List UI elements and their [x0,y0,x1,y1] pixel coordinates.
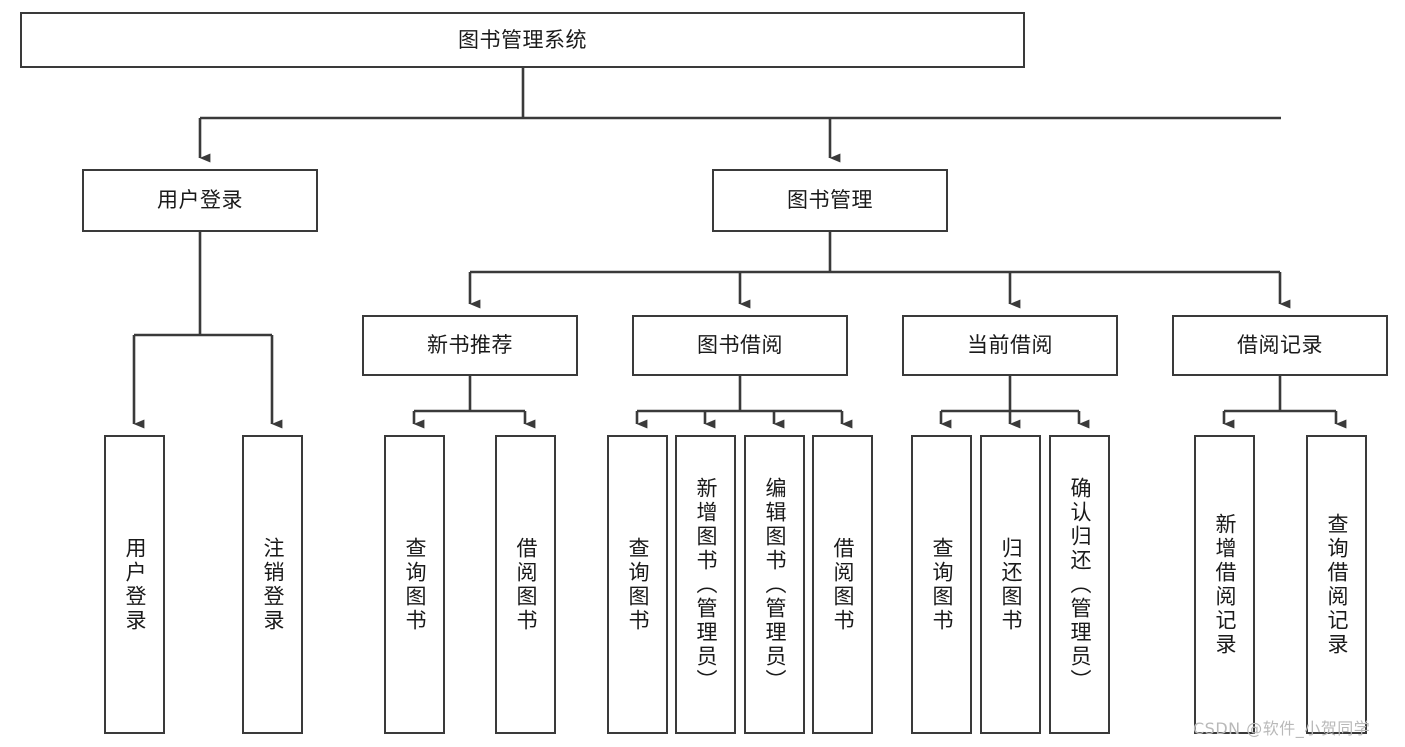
node-label: 图书管理 [787,188,873,213]
node-label: 借阅图书 [831,536,855,633]
node-label: 查询图书 [930,536,954,633]
node-label: 当前借阅 [967,333,1053,358]
node-label: 用户登录 [123,536,147,633]
node-label: 查询借阅记录 [1325,512,1349,657]
leaf-borrow-query-book[interactable]: 查询图书 [607,435,668,734]
leaf-recommend-borrow-book[interactable]: 借阅图书 [495,435,556,734]
leaf-record-query-record[interactable]: 查询借阅记录 [1306,435,1367,734]
node-label: 确认归还（管理员） [1068,476,1092,693]
leaf-current-query-book[interactable]: 查询图书 [911,435,972,734]
node-borrow-record[interactable]: 借阅记录 [1172,315,1388,376]
node-user-login[interactable]: 用户登录 [82,169,318,232]
node-label: 图书管理系统 [458,27,587,52]
leaf-current-return-book[interactable]: 归还图书 [980,435,1041,734]
leaf-record-add-record[interactable]: 新增借阅记录 [1194,435,1255,734]
node-label: 借阅记录 [1237,333,1323,358]
leaf-borrow-add-book[interactable]: 新增图书（管理员） [675,435,736,734]
csdn-watermark: CSDN @软件_小贺同学 [1193,719,1371,738]
node-label: 图书借阅 [697,333,783,358]
node-book-management[interactable]: 图书管理 [712,169,948,232]
node-label: 新书推荐 [427,333,513,358]
node-label: 新增借阅记录 [1213,512,1237,657]
leaf-current-confirm-return[interactable]: 确认归还（管理员） [1049,435,1110,734]
node-label: 新增图书（管理员） [694,476,718,693]
leaf-recommend-query-book[interactable]: 查询图书 [384,435,445,734]
node-root-system[interactable]: 图书管理系统 [20,12,1025,68]
node-label: 借阅图书 [514,536,538,633]
leaf-borrow-borrow-book[interactable]: 借阅图书 [812,435,873,734]
node-label: 查询图书 [403,536,427,633]
leaf-user-login-login[interactable]: 用户登录 [104,435,165,734]
node-label: 归还图书 [999,536,1023,633]
node-label: 注销登录 [261,536,285,633]
node-new-book-recommend[interactable]: 新书推荐 [362,315,578,376]
leaf-user-login-logout[interactable]: 注销登录 [242,435,303,734]
node-label: 用户登录 [157,188,243,213]
node-label: 查询图书 [626,536,650,633]
node-book-borrow[interactable]: 图书借阅 [632,315,848,376]
leaf-borrow-edit-book[interactable]: 编辑图书（管理员） [744,435,805,734]
node-current-borrow[interactable]: 当前借阅 [902,315,1118,376]
node-label: 编辑图书（管理员） [763,476,787,693]
